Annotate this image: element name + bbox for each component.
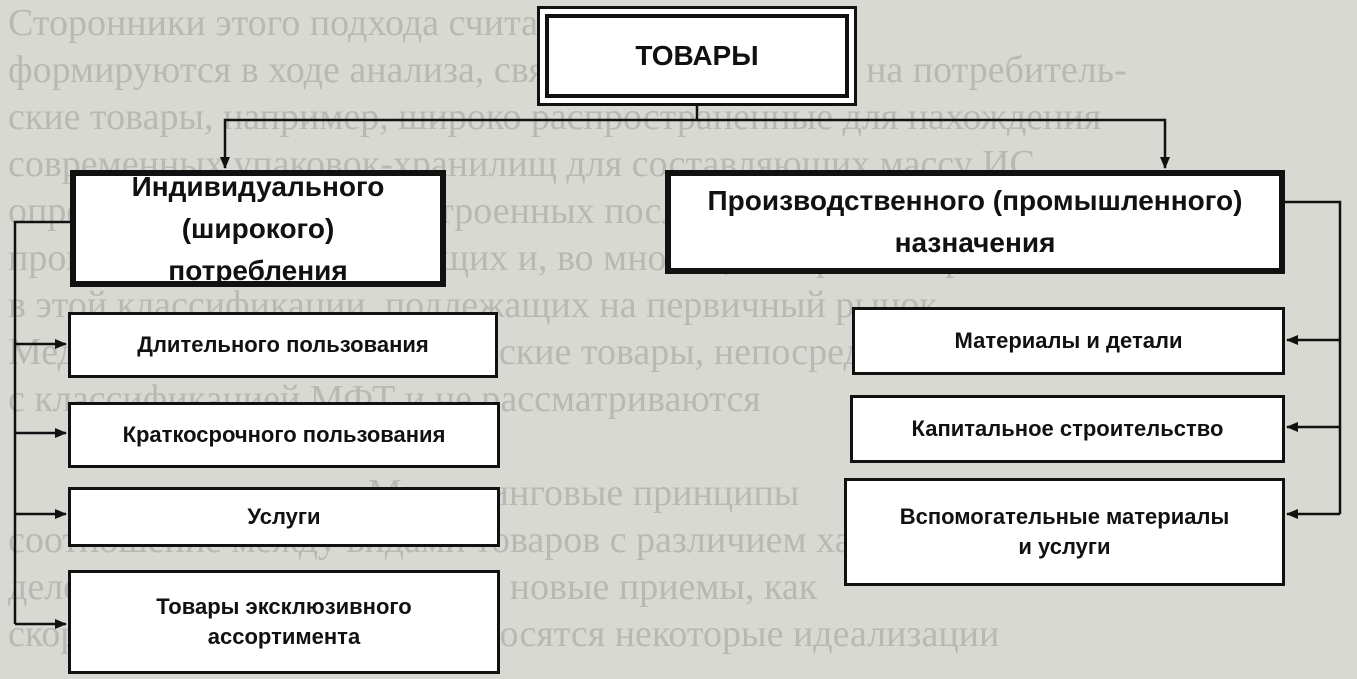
consumer-item: Услуги	[68, 487, 500, 547]
industrial-item-label: Материалы и детали	[954, 328, 1183, 353]
root-label: ТОВАРЫ	[545, 14, 849, 98]
category-industrial: Производственного (промышленного) назнач…	[665, 170, 1285, 274]
industrial-item: Вспомогательные материалы и услуги	[844, 478, 1285, 586]
consumer-item-label: Длительного пользования	[137, 332, 429, 357]
root-node: ТОВАРЫ	[537, 6, 857, 106]
consumer-item: Длительного пользования	[68, 312, 498, 378]
category-consumer-line2: потребления	[168, 254, 348, 286]
industrial-item: Материалы и детали	[852, 307, 1285, 375]
consumer-item-label: ассортимента	[207, 624, 361, 649]
industrial-item-label: и услуги	[1018, 534, 1111, 559]
connector-root	[220, 106, 699, 169]
consumer-item: Краткосрочного пользования	[68, 402, 500, 468]
category-industrial-line1: Производственного (промышленного)	[707, 185, 1243, 216]
consumer-item-label: Товары эксклюзивного	[156, 594, 412, 619]
consumer-item: Товары эксклюзивного ассортимента	[68, 570, 500, 674]
industrial-item-label: Капитальное строительство	[911, 416, 1224, 441]
consumer-item-label: Услуги	[247, 504, 321, 529]
industrial-item-label: Вспомогательные материалы	[899, 504, 1230, 529]
connector-root	[697, 118, 1170, 169]
connector-industrial-bus	[1285, 200, 1342, 514]
connector-consumer-bus	[13, 220, 70, 624]
category-consumer: Индивидуального (широкого) потребления	[70, 170, 446, 287]
category-consumer-line1: Индивидуального (широкого)	[131, 170, 385, 244]
category-industrial-line2: назначения	[894, 227, 1056, 258]
consumer-item-label: Краткосрочного пользования	[122, 422, 446, 447]
industrial-item: Капитальное строительство	[850, 395, 1285, 463]
